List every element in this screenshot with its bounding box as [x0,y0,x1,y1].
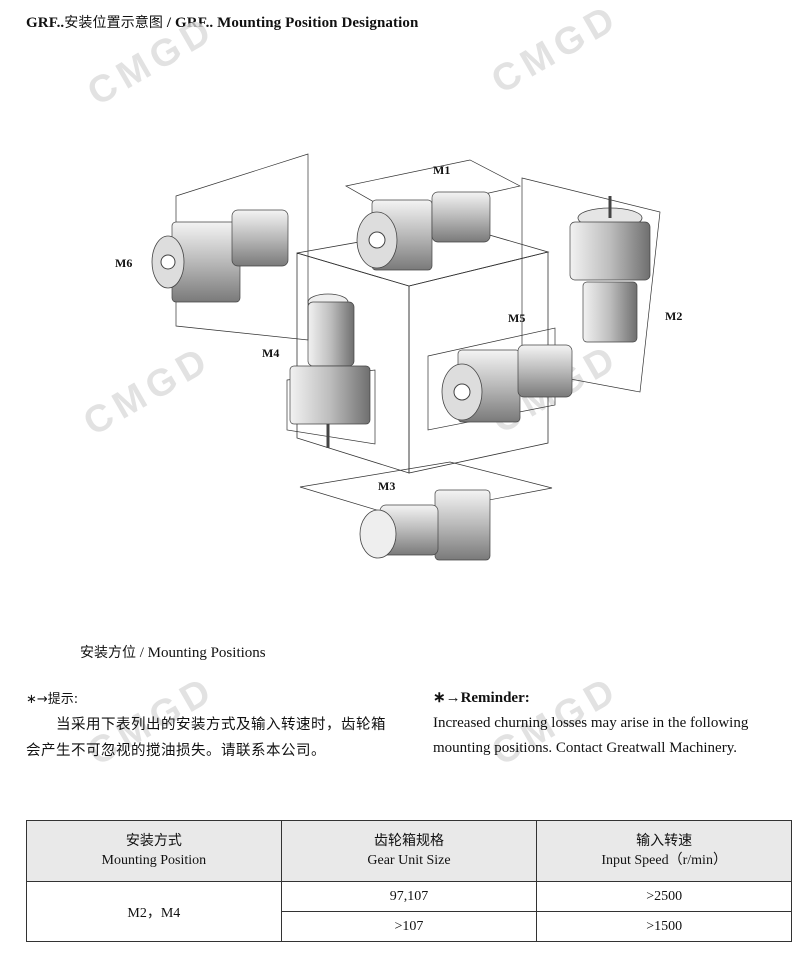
table-row: M2，M4 97,107 >2500 [26,881,792,942]
cell-size: >107 [280,911,538,942]
section-heading-sep: / [139,645,144,661]
reminder-cn-heading: ∗→提示: [26,692,79,707]
gear-unit-m2 [521,177,661,393]
cell-mounting-group: M2，M4 [26,881,282,942]
reminder-en-body: Increased churning losses may arise in t… [433,715,749,756]
watermark-2: CMGD [484,0,627,103]
label-m3: M3 [378,479,395,493]
label-m2: M2 [665,309,682,323]
label-m5: M5 [508,311,525,325]
title-en: GRF.. Mounting Position Designation [175,15,419,31]
cell-size: 97,107 [280,881,538,912]
table-header-row: 安装方式 Mounting Position 齿轮箱规格 Gear Unit S… [26,820,792,882]
reminder-en-heading: ∗→Reminder: [433,690,530,706]
reminder-cn-body: 当采用下表列出的安装方式及输入转速时，齿轮箱会产生不可忽视的搅油损失。请联系本公… [26,717,386,759]
title-separator: / [166,15,172,31]
gear-unit-m1 [345,159,522,271]
section-heading-en: Mounting Positions [147,645,266,661]
gear-unit-m4 [286,293,376,448]
section-heading: 安装方位 / Mounting Positions [80,642,266,662]
header-input-speed: 输入转速 Input Speed（r/min） [536,820,792,882]
header-gear-unit-size: 齿轮箱规格 Gear Unit Size [280,820,538,882]
gear-unit-m5 [427,327,573,431]
label-m1: M1 [433,163,450,177]
cell-speed: >1500 [536,911,792,942]
gear-unit-m3 [299,461,553,561]
label-m6: M6 [115,256,132,270]
header-mounting-position: 安装方式 Mounting Position [26,820,282,882]
title-en-prefix: GRF.. [26,15,65,31]
title-cn: 安装位置示意图 [64,15,163,31]
churning-loss-table: 安装方式 Mounting Position 齿轮箱规格 Gear Unit S… [26,820,792,942]
gear-unit-m6 [151,153,309,341]
mounting-diagram: M1 M2 M3 M4 M5 M6 [115,153,682,561]
page-title: GRF..安装位置示意图 / GRF.. Mounting Position D… [26,12,418,32]
table-row: >107 >1500 [27,911,792,942]
section-heading-cn: 安装方位 [80,645,136,661]
cell-speed: >2500 [536,881,792,912]
label-m4: M4 [262,346,279,360]
